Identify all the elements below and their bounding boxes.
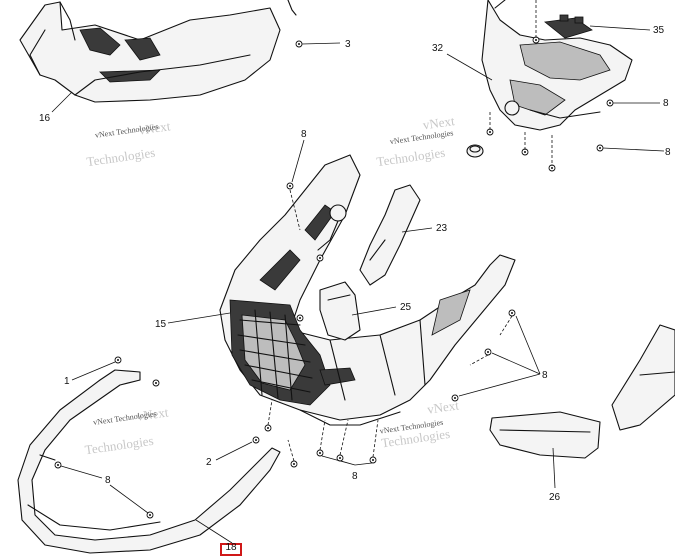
leader-16 [51,91,73,113]
grommet [466,144,484,158]
leader-15 [167,312,231,324]
watermark-top-left: vNext Technologies vNext Technologies [86,118,172,169]
callout-16: 16 [39,113,51,124]
leader-35 [589,25,651,31]
callout-8-bottom: 8 [352,471,358,482]
callout-2: 2 [206,457,212,468]
dash-bottom-1 [267,399,273,426]
dash-center-1 [289,189,301,231]
leader-1 [71,361,116,381]
dash-bottom-3 [339,419,349,456]
watermark-bottom-left: vNext Technologies vNext Technologies [84,404,170,457]
callout-1: 1 [64,376,70,387]
part-25 [319,281,361,341]
bolts-center [286,182,516,402]
leader-8-right [602,147,665,152]
right-edge-part [611,324,675,431]
callout-15: 15 [155,319,167,330]
svg-text:Technologies: Technologies [86,145,157,169]
bolt-3 [295,40,303,48]
callout-8-top: 8 [301,129,307,140]
callout-8-mid: 8 [542,370,548,381]
svg-text:vNext: vNext [138,118,172,137]
svg-text:Technologies: Technologies [84,433,155,457]
leader-2 [215,441,253,461]
leader-26 [552,447,556,489]
leader-8-bottom [321,455,373,466]
svg-text:vNext: vNext [136,404,170,423]
callout-18-highlight[interactable] [220,543,242,556]
leader-32 [446,53,493,81]
part-23 [359,184,421,286]
callout-26: 26 [549,492,561,503]
leader-23 [401,227,433,233]
svg-text:Technologies: Technologies [376,145,447,169]
part-16-side-panel [19,0,297,103]
callout-18[interactable]: 18 [225,542,237,553]
svg-text:vNext: vNext [426,397,460,416]
callout-32: 32 [432,43,444,54]
part-15-front-hood [219,154,516,426]
svg-text:vNext Technologies: vNext Technologies [389,128,454,146]
leader-18 [195,519,233,544]
dash-bottom-5 [287,439,295,462]
svg-text:vNext Technologies: vNext Technologies [94,122,159,140]
dash-center-2 [499,315,513,336]
callout-8-tr: 8 [663,98,669,109]
leader-8-left [60,465,149,514]
svg-text:vNext: vNext [422,113,456,132]
part-18-bumper [17,369,281,554]
callout-3: 3 [345,39,351,50]
svg-text:vNext Technologies: vNext Technologies [93,409,158,427]
watermark-top-right: vNext Technologies vNext Technologies [376,113,456,169]
part-32-assembly [481,0,633,131]
leader-8-top [291,139,305,183]
callout-8-right: 8 [665,147,671,158]
dash-bottom-2 [319,419,326,451]
part-26 [489,411,601,459]
callout-23: 23 [436,223,448,234]
leader-8-mid [458,315,541,397]
dash-center-3 [469,354,489,366]
leader-3 [301,42,341,45]
callout-35: 35 [653,25,665,36]
callout-8-left: 8 [105,475,111,486]
dash-bottom-4 [372,419,379,458]
leader-25 [351,306,397,316]
callout-25: 25 [400,302,412,313]
